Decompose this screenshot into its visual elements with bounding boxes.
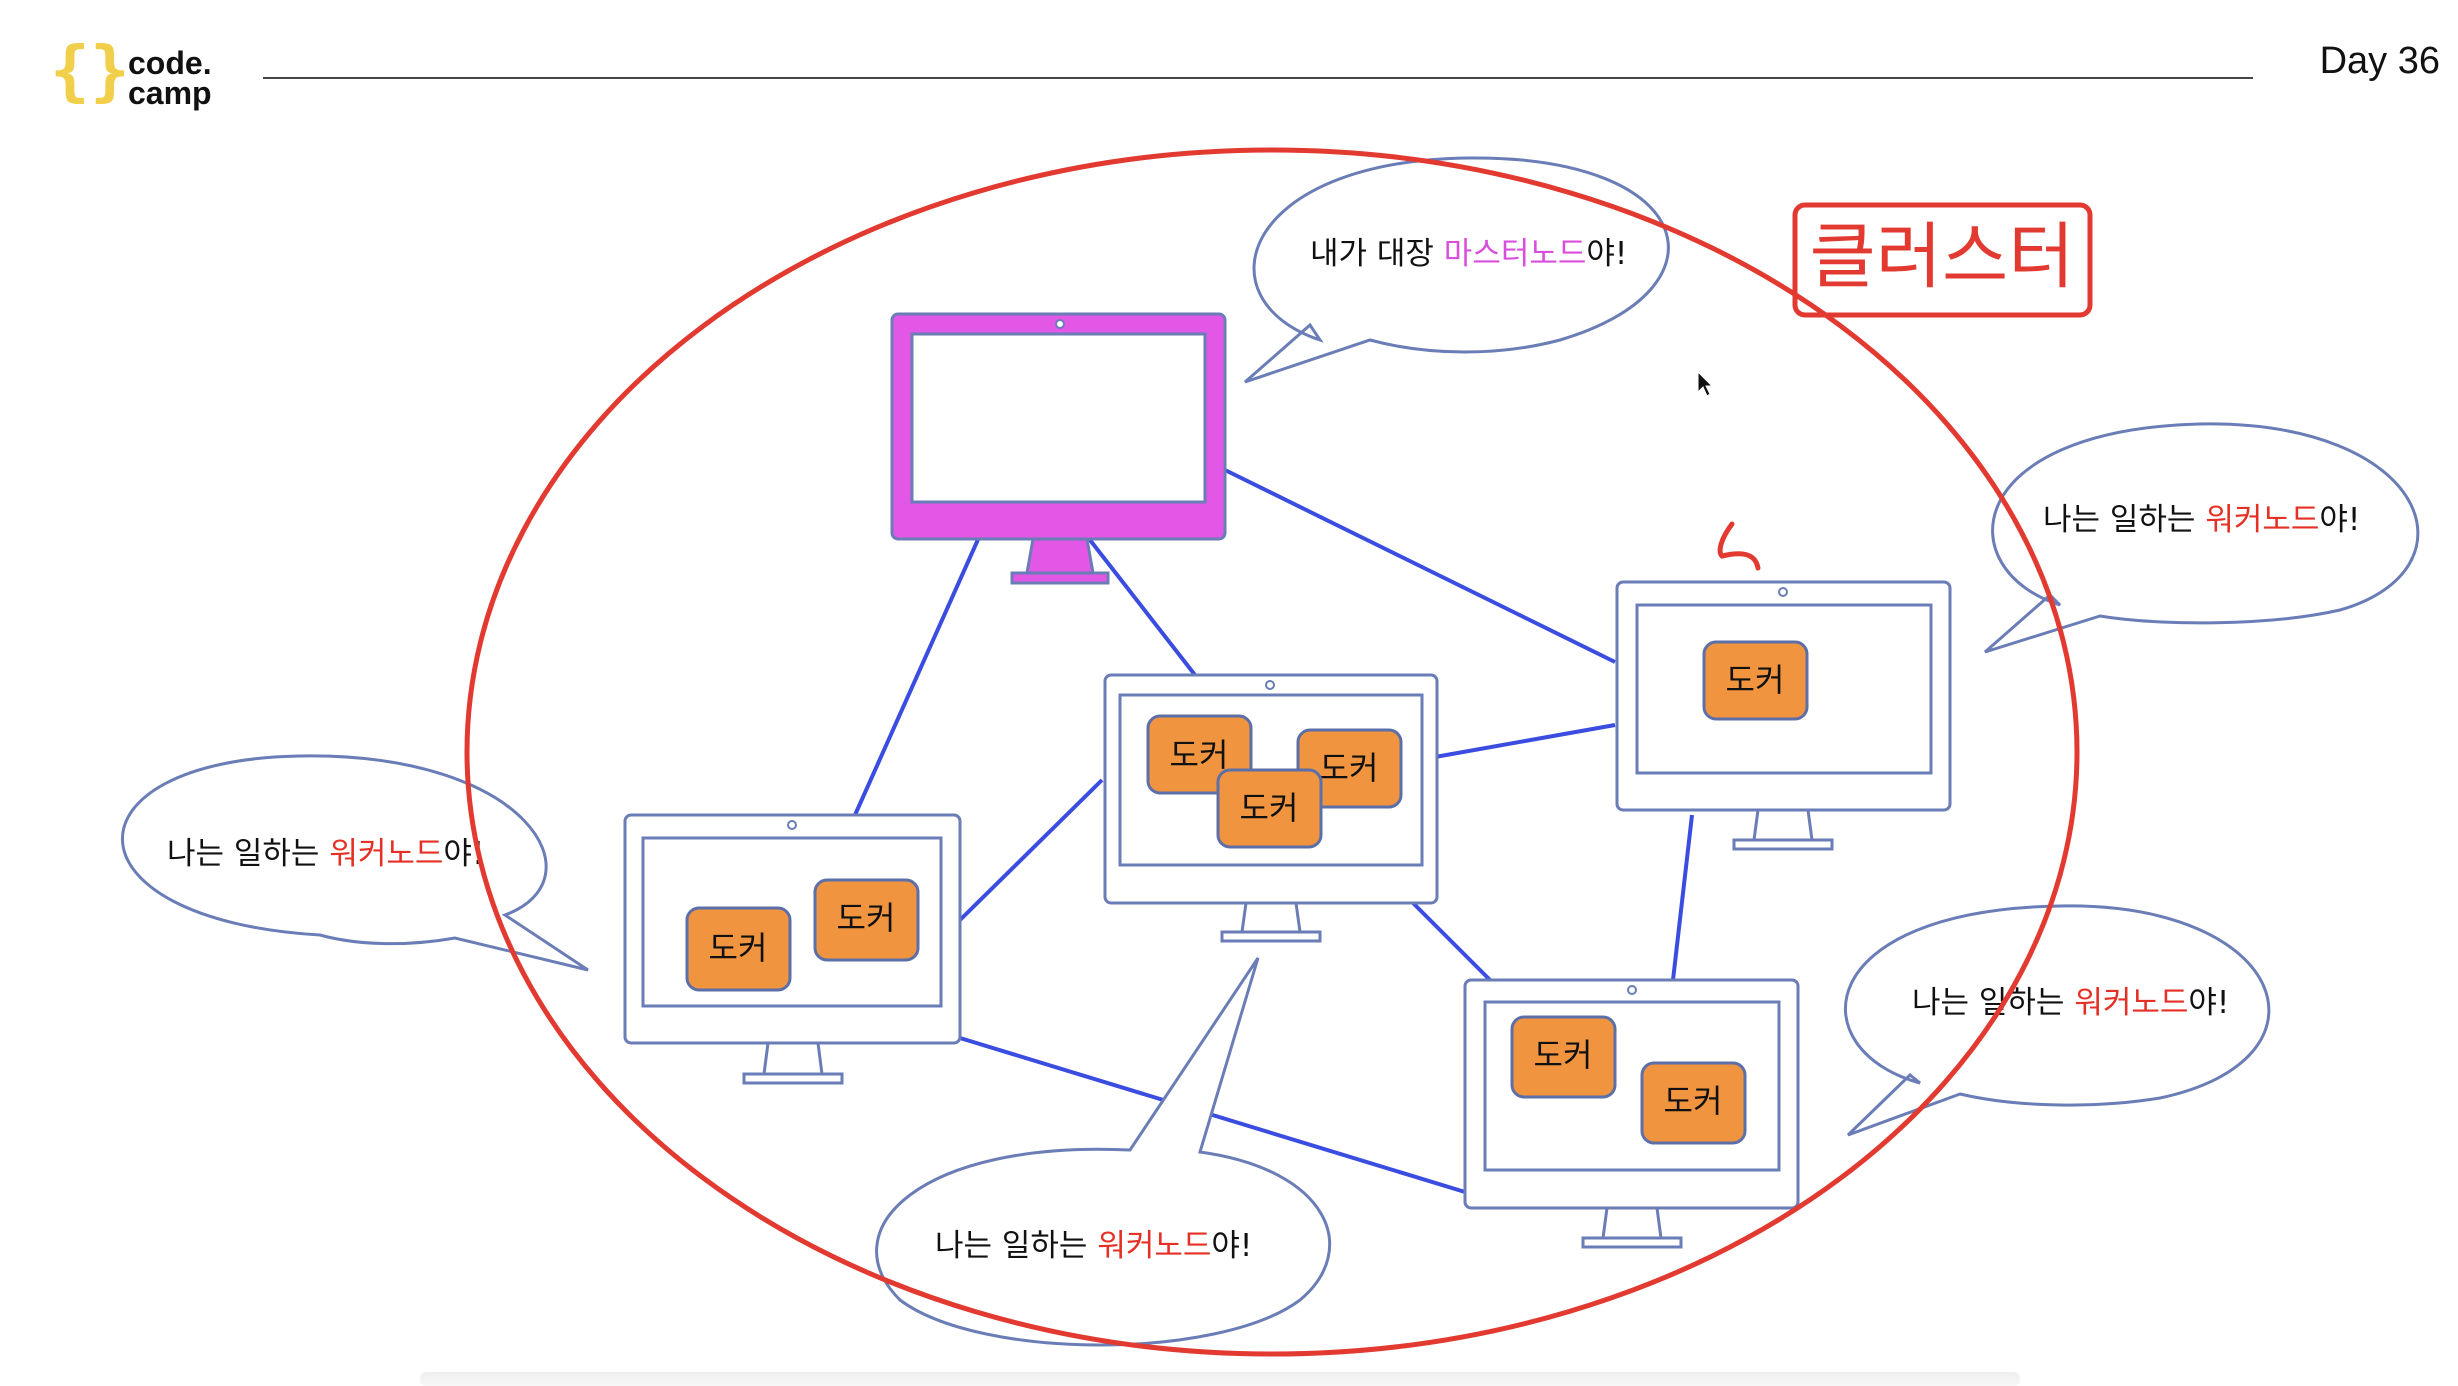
- docker-box: 도커: [813, 878, 920, 962]
- link-master-center: [1088, 538, 1197, 677]
- logo-text: code. camp: [128, 45, 212, 111]
- svg-text:도커: 도커: [837, 899, 896, 937]
- svg-text:나는 일하는 워커노드야!: 나는 일하는 워커노드야!: [1912, 985, 2229, 1021]
- svg-text:도커: 도커: [1664, 1082, 1723, 1120]
- svg-text:내가 대장 마스터노드야!: 내가 대장 마스터노드야!: [1310, 236, 1627, 272]
- svg-text:나는 일하는 워커노드야!: 나는 일하는 워커노드야!: [935, 1228, 1252, 1264]
- speech-bubble-worker-bottom: 나는 일하는 워커노드야!: [875, 957, 1332, 1347]
- annotation-mark: [1717, 521, 1761, 571]
- mouse-cursor-icon: [1697, 370, 1714, 397]
- svg-text:나는 일하는 워커노드야!: 나는 일하는 워커노드야!: [167, 836, 484, 872]
- docker-box: 도커: [1640, 1061, 1747, 1145]
- svg-text:도커: 도커: [1534, 1036, 1593, 1074]
- docker-box: 도커: [685, 906, 792, 992]
- svg-text:도커: 도커: [1170, 736, 1229, 774]
- docker-containers: 도커 도커 도커 도커 도커 도커 도커 도커: [685, 640, 1809, 1145]
- link-master-right: [1224, 468, 1616, 664]
- svg-text:도커: 도커: [1320, 749, 1379, 787]
- link-left-center: [958, 778, 1104, 922]
- header-divider: [263, 77, 2253, 79]
- cluster-label-box: 클러스터: [1792, 202, 2093, 318]
- svg-text:도커: 도커: [709, 929, 768, 967]
- logo-brace-open: {: [50, 32, 90, 109]
- docker-box: 도커: [1510, 1015, 1617, 1099]
- link-center-bottomright: [1410, 900, 1492, 982]
- docker-box: 도커: [1216, 768, 1323, 849]
- docker-box: 도커: [1702, 640, 1809, 721]
- docker-box: 도커: [1296, 728, 1403, 809]
- logo-brace-close: }: [90, 32, 130, 109]
- logo-line-1: code.: [128, 45, 212, 81]
- day-label: Day 36: [2319, 40, 2440, 82]
- bottom-edge-shadow: [420, 1372, 2020, 1386]
- speech-bubble-worker-left: 나는 일하는 워커노드야!: [121, 754, 589, 972]
- cluster-boundary: [464, 147, 2080, 1357]
- speech-bubble-worker-right: 나는 일하는 워커노드야!: [1984, 422, 2420, 654]
- svg-text:도커: 도커: [1726, 661, 1785, 699]
- speech-bubble-master: 내가 대장 마스터노드야!: [1244, 156, 1670, 384]
- svg-text:도커: 도커: [1240, 789, 1299, 827]
- master-monitor-icon: [890, 312, 1227, 585]
- svg-text:나는 일하는 워커노드야!: 나는 일하는 워커노드야!: [2043, 502, 2360, 538]
- svg-text:클러스터: 클러스터: [1810, 215, 2075, 299]
- logo: { } code. camp: [50, 38, 220, 114]
- logo-line-2: camp: [128, 75, 212, 111]
- link-center-right: [1434, 723, 1616, 759]
- speech-bubble-worker-bottom-right: 나는 일하는 워커노드야!: [1843, 904, 2271, 1137]
- link-master-left: [853, 534, 982, 816]
- link-right-bottomright: [1671, 814, 1694, 981]
